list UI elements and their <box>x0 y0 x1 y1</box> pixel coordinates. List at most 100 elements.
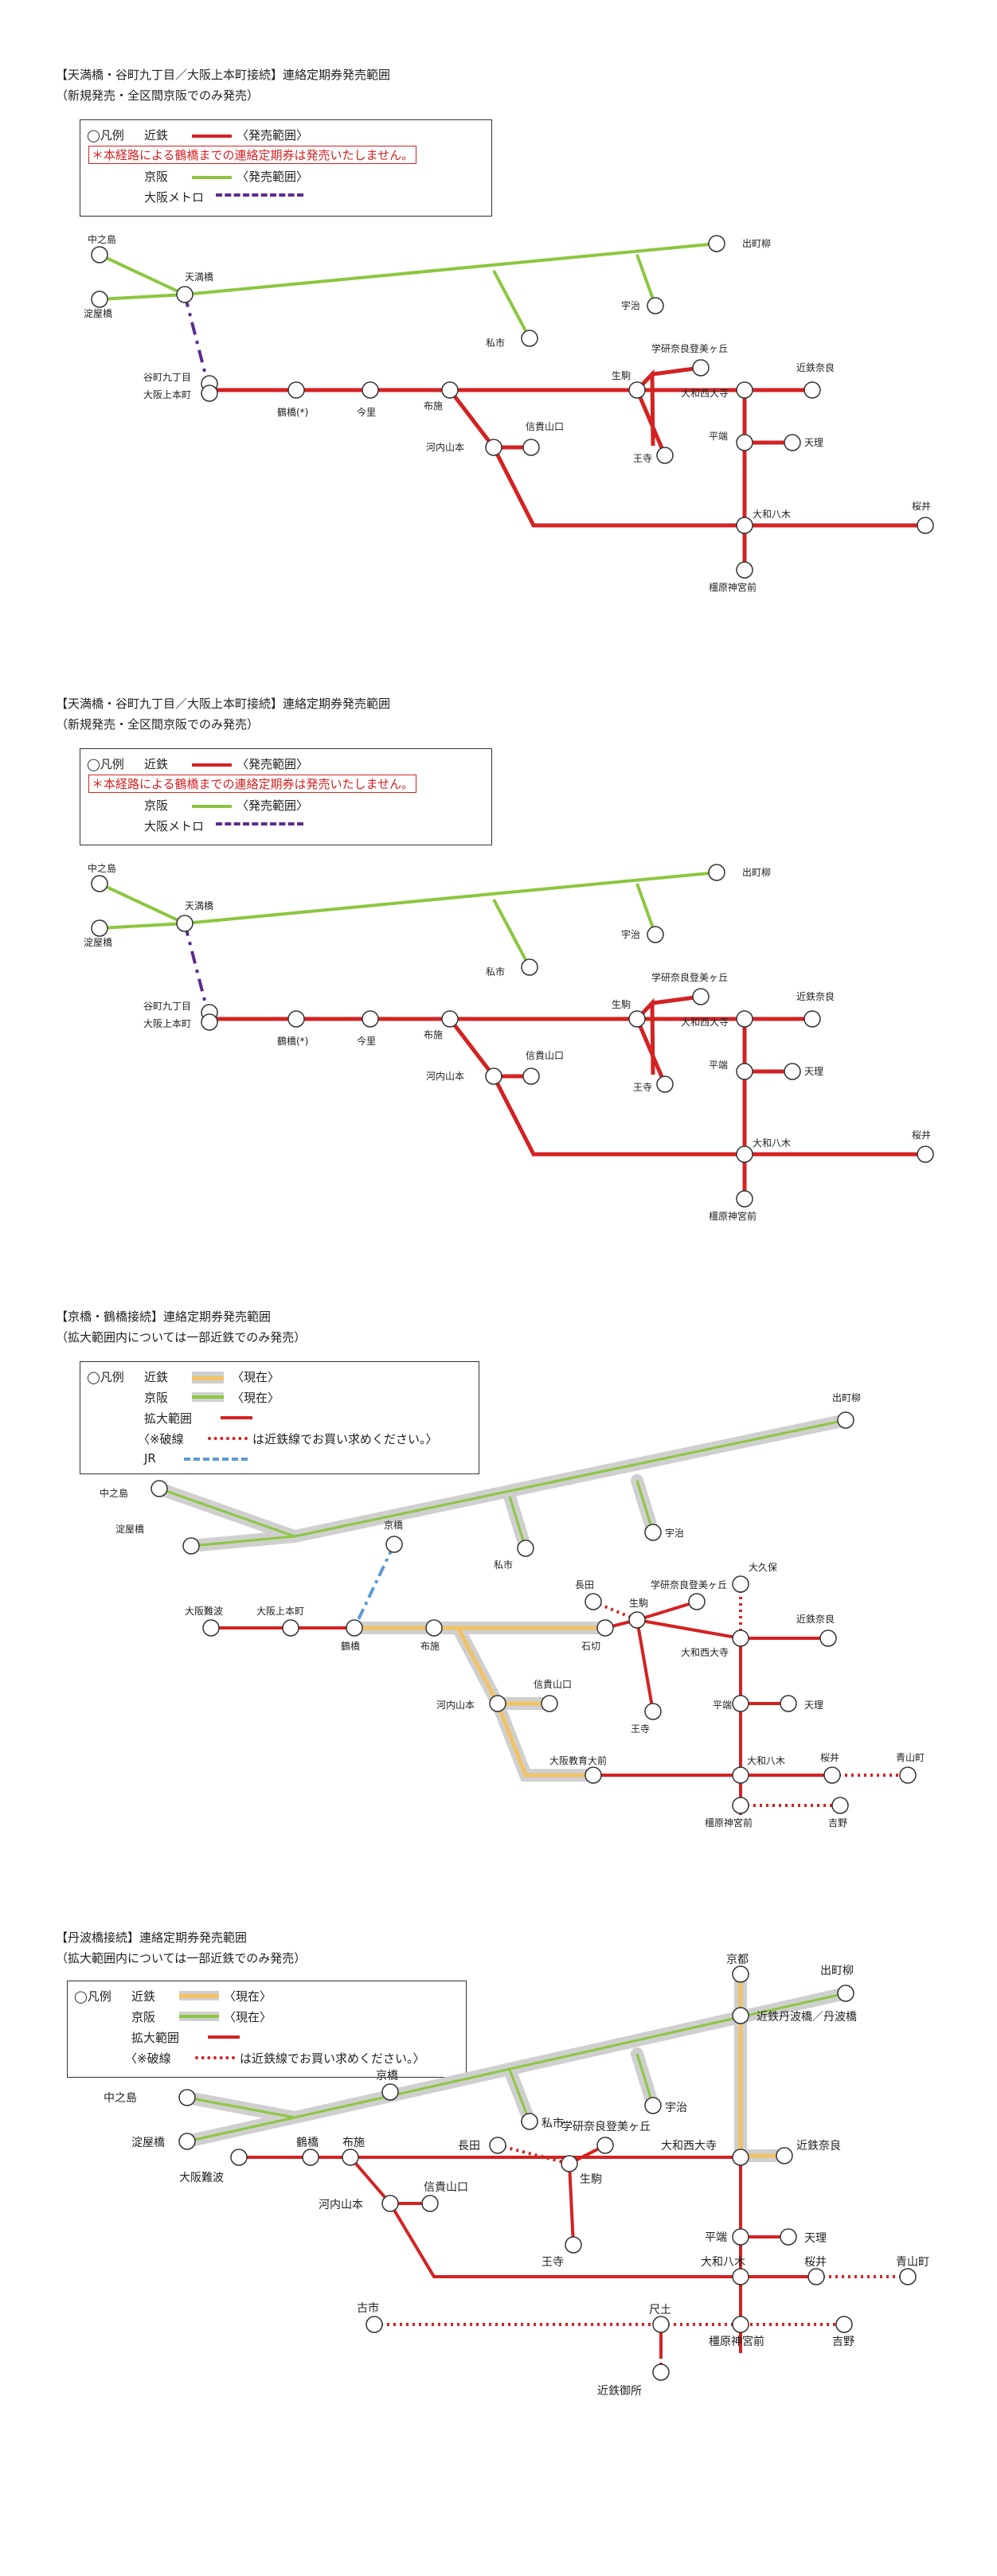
station-node <box>521 2113 538 2130</box>
station-node <box>91 919 108 937</box>
station-node <box>917 1146 934 1163</box>
legend-dashed-line <box>208 1437 248 1440</box>
station-node <box>381 2195 399 2212</box>
route-segment <box>635 1480 655 1533</box>
station-node <box>732 1695 749 1712</box>
route-segment <box>190 1535 295 1548</box>
station-label: 天満橋 <box>185 900 213 911</box>
route-segment <box>99 922 186 930</box>
panel-title: 【天満橋・谷町九丁目／大阪上本町接続】連絡定期券発売範囲 <box>56 68 391 82</box>
panel-2: 【天満橋・谷町九丁目／大阪上本町接続】連絡定期券発売範囲 （新規発売・全区間京阪… <box>0 629 997 1234</box>
station-label: 大阪教育大前 <box>549 1754 607 1766</box>
station-label: 桜井 <box>820 1752 839 1763</box>
station-node <box>302 2149 319 2166</box>
keihan-lines <box>158 1419 846 1549</box>
station-node <box>803 381 821 399</box>
station-label: 大和八木 <box>747 1755 785 1766</box>
route-segment <box>508 1496 527 1549</box>
station-node <box>441 1010 459 1028</box>
station-node <box>342 2149 359 2166</box>
route-segment <box>635 254 657 306</box>
station-label: 宇治 <box>621 929 640 940</box>
station-label: 宇治 <box>621 300 640 311</box>
station-label: 宇治 <box>665 1528 684 1539</box>
station-node <box>656 447 674 464</box>
station-labels: 出町柳 中之島 淀屋橋 京橋 宇治 私市 大久保 長田 学研奈良登美ヶ丘 大阪難… <box>100 1392 925 1829</box>
route-segment <box>635 389 667 456</box>
route-map: 京都 出町柳 近鉄丹波橋／丹波橋 中之島 京橋 淀屋橋 私市 宇治 長田 学研奈… <box>104 1953 929 2398</box>
station-label: 信貴山口 <box>526 1050 564 1061</box>
station-nodes <box>151 1411 917 1814</box>
legend-kintetsu-label: 近鉄 <box>144 757 169 771</box>
station-label: 生駒 <box>612 370 631 381</box>
station-node <box>835 2316 853 2333</box>
station-node <box>736 434 753 451</box>
station-node <box>917 517 934 534</box>
route-map: 出町柳 中之島 淀屋橋 京橋 宇治 私市 大久保 長田 学研奈良登美ヶ丘 大阪難… <box>100 1392 925 1829</box>
station-label: 出町柳 <box>742 867 771 878</box>
station-label: 中之島 <box>88 233 116 245</box>
station-node <box>736 561 753 579</box>
station-label: 橿原神宮前 <box>709 581 757 593</box>
legend-note: ＊本経路による鶴橋までの連絡定期券は発売いたしません。 <box>88 775 417 793</box>
legend-kintetsu-label: 近鉄 <box>144 1370 169 1384</box>
legend-keihan-line <box>192 176 232 179</box>
station-label: 大阪上本町 <box>256 1606 304 1617</box>
station-label: 王寺 <box>633 453 652 464</box>
station-label: 出町柳 <box>742 238 771 249</box>
station-label: 鶴橋 <box>296 2136 319 2149</box>
station-node <box>425 1619 443 1637</box>
station-label: 布施 <box>424 1029 443 1040</box>
station-node <box>647 926 664 943</box>
panel-title: 【京橋・鶴橋接続】連絡定期券発売範囲 <box>56 1309 272 1324</box>
station-node <box>732 1575 749 1593</box>
legend-kintetsu-label: 近鉄 <box>131 1989 156 2004</box>
station-node <box>736 517 753 534</box>
station-node <box>541 1695 558 1712</box>
station-labels: 中之島 淀屋橋 天満橋 出町柳 宇治 私市 谷町九丁目 大阪上本町 鶴橋(*) … <box>84 862 931 1222</box>
station-node <box>489 1695 506 1712</box>
legend-kintetsu-band <box>179 1991 219 2000</box>
kintetsu-current-lines <box>738 1974 784 2158</box>
legend-note: ＊本経路による鶴橋までの連絡定期券は発売いたしません。 <box>88 146 417 164</box>
panel-4: 【丹波橋接続】連絡定期券発売範囲 （拡大範囲内については一部近鉄でのみ発売） ◯… <box>0 1911 997 2576</box>
station-label: 出町柳 <box>832 1392 861 1403</box>
station-label: 桜井 <box>804 2256 827 2269</box>
station-node <box>628 1010 646 1028</box>
route-segment <box>635 1619 655 1712</box>
station-label: 生駒 <box>612 999 631 1010</box>
route-segment <box>99 253 186 296</box>
station-label: 私市 <box>486 966 505 978</box>
route-map: 中之島 淀屋橋 天満橋 出町柳 宇治 私市 谷町九丁目 大阪上本町 鶴橋(*) … <box>84 862 934 1222</box>
legend-kintetsu-desc: 〈発売範囲〉 <box>237 757 309 771</box>
station-node <box>287 381 305 399</box>
legend-keihan-desc: 〈現在〉 <box>224 2010 272 2024</box>
station-label: 大和八木 <box>753 1138 791 1149</box>
legend-heading: ◯凡例 <box>87 757 124 771</box>
station-node <box>489 2137 506 2154</box>
station-label: 淀屋橋 <box>115 1524 144 1535</box>
legend-kintetsu-label: 近鉄 <box>144 128 169 142</box>
station-node <box>521 330 538 347</box>
station-node <box>776 2147 793 2164</box>
station-label: 大阪難波 <box>179 2172 224 2184</box>
station-node <box>522 439 540 456</box>
station-node <box>362 381 379 399</box>
station-label: 京都 <box>726 1953 749 1966</box>
station-label: 布施 <box>342 2137 365 2149</box>
legend-jr-label: JR <box>144 1451 156 1466</box>
station-label: 天理 <box>804 1700 823 1711</box>
panel-subtitle: （拡大範囲内については一部近鉄でのみ発売） <box>56 1951 307 1965</box>
station-label: 京橋 <box>384 1520 403 1531</box>
station-label: 天理 <box>804 1066 823 1077</box>
route-segment <box>99 293 186 301</box>
legend-keihan-label: 京阪 <box>131 2010 156 2024</box>
station-label: 大和八木 <box>701 2256 745 2269</box>
station-node <box>585 1766 602 1784</box>
station-label: 淀屋橋 <box>84 308 112 319</box>
station-label: 京橋 <box>376 2070 398 2082</box>
route-segment <box>635 1018 667 1085</box>
station-node <box>784 1063 801 1080</box>
station-label: 近鉄奈良 <box>796 361 835 373</box>
station-node <box>230 2149 248 2166</box>
